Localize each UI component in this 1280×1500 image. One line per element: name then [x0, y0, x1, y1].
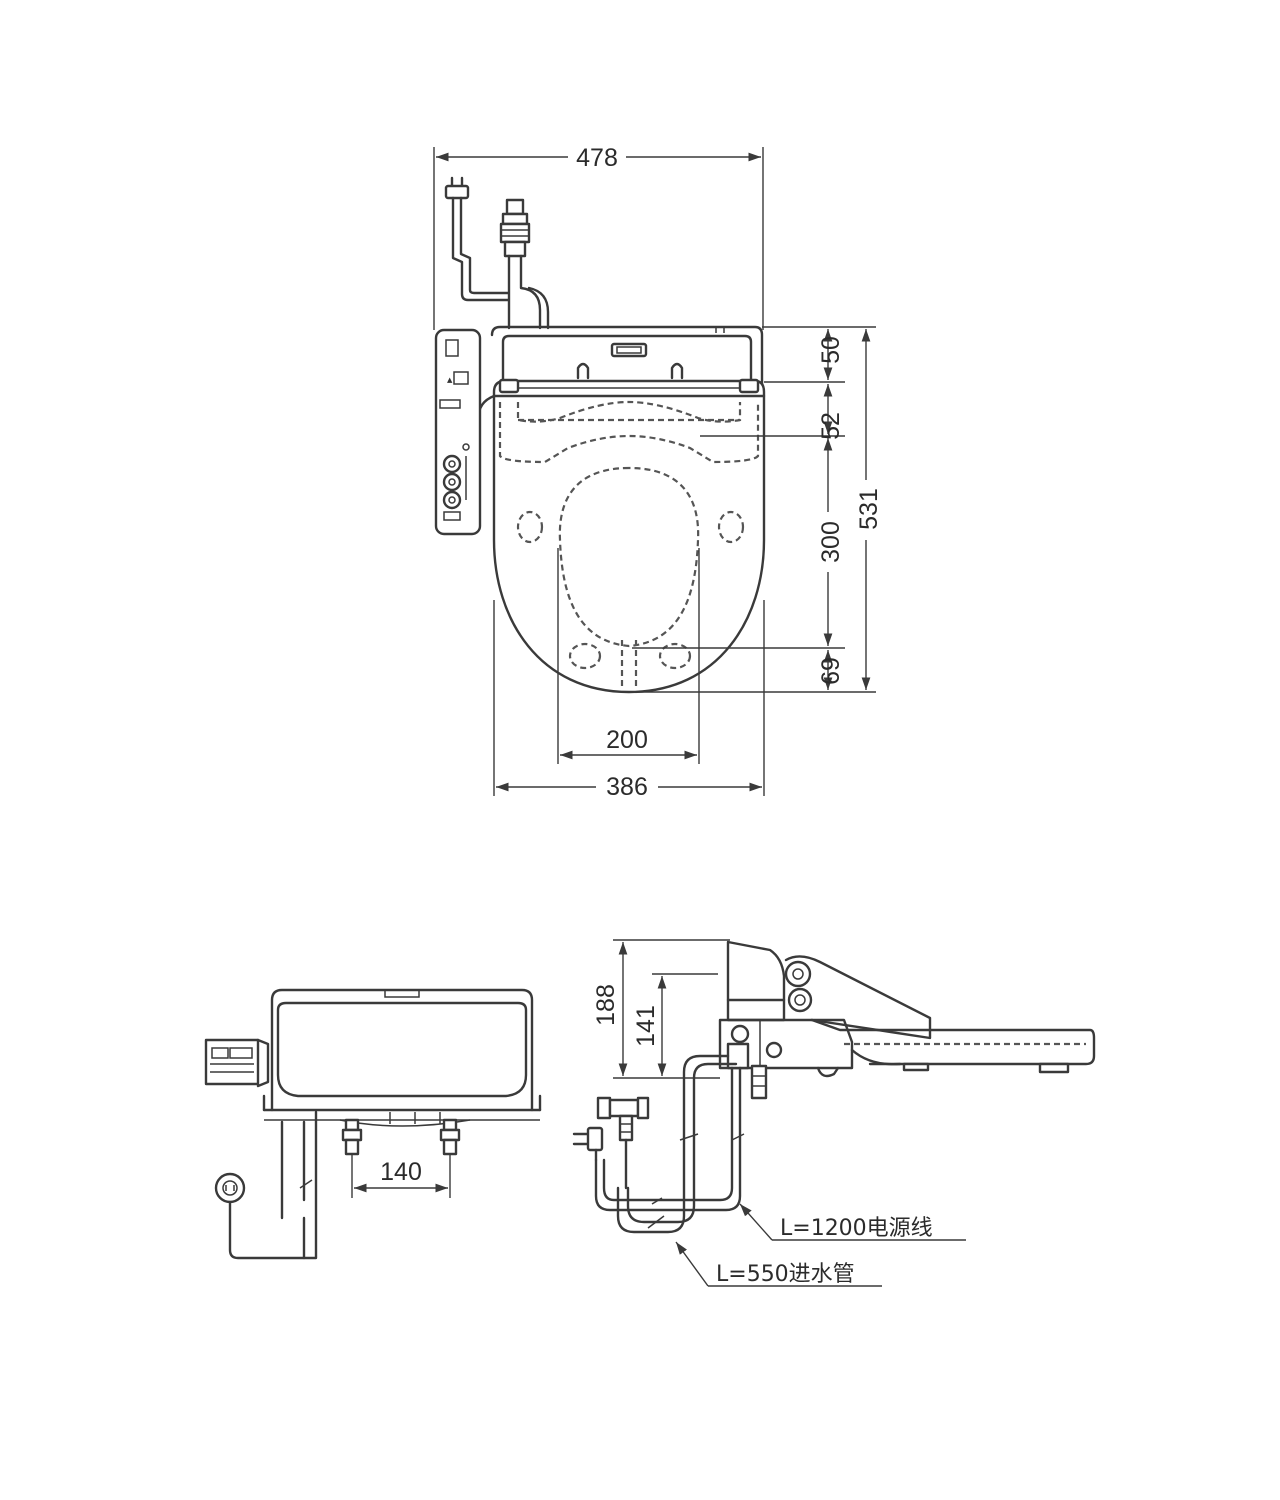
water-valve-icon: [341, 1118, 461, 1156]
water-valve-icon: [499, 198, 550, 330]
seat-inner-dashed: [498, 402, 760, 464]
dimension-label-300: 300: [817, 521, 845, 563]
dimension-label-478: 478: [576, 144, 618, 172]
dimension-label-141: 141: [632, 1005, 660, 1047]
control-button-icon: [442, 472, 462, 492]
dimension-label-200: 200: [606, 726, 648, 754]
power-plug-icon: [214, 1110, 318, 1260]
dimension-label-69: 69: [817, 657, 845, 685]
dimension-label-52: 52: [817, 412, 845, 440]
control-button-icon: [442, 454, 462, 474]
power-cord-label: L=1200电源线: [780, 1216, 933, 1241]
seat-opening-dashed: [558, 466, 700, 648]
dimension-label-50: 50: [817, 336, 845, 364]
bumper-left: [516, 510, 544, 544]
side-connector: [204, 1038, 270, 1088]
dimension-label-140: 140: [380, 1158, 422, 1186]
rear-housing: [490, 325, 764, 387]
bumper-right: [717, 510, 745, 544]
hinge-bar: [492, 378, 766, 398]
water-pipe-label: L=550进水管: [716, 1262, 855, 1287]
dimension-label-188: 188: [592, 984, 620, 1026]
svg-text:▲: ▲: [447, 376, 453, 384]
water-valve-icon: [596, 1096, 650, 1190]
side-view: 188 141: [572, 939, 1096, 1287]
power-plug-icon: [572, 1126, 604, 1162]
front-view: 140: [204, 988, 542, 1260]
horizontal-dimensions: 200 386: [493, 548, 765, 801]
control-button-icon: [442, 490, 462, 510]
side-control-panel: ▲: [434, 328, 496, 536]
dimension-label-531: 531: [855, 488, 883, 530]
callout-power-cord: L=1200电源线: [739, 1203, 966, 1241]
dimension-label-386: 386: [606, 773, 648, 801]
dimension-478: 478: [433, 144, 764, 330]
callout-water-pipe: L=550进水管: [675, 1241, 882, 1287]
power-plug-icon: [444, 176, 510, 302]
top-view: 478: [433, 144, 883, 801]
vertical-dimensions: 50 52 300 69 531: [629, 326, 883, 693]
